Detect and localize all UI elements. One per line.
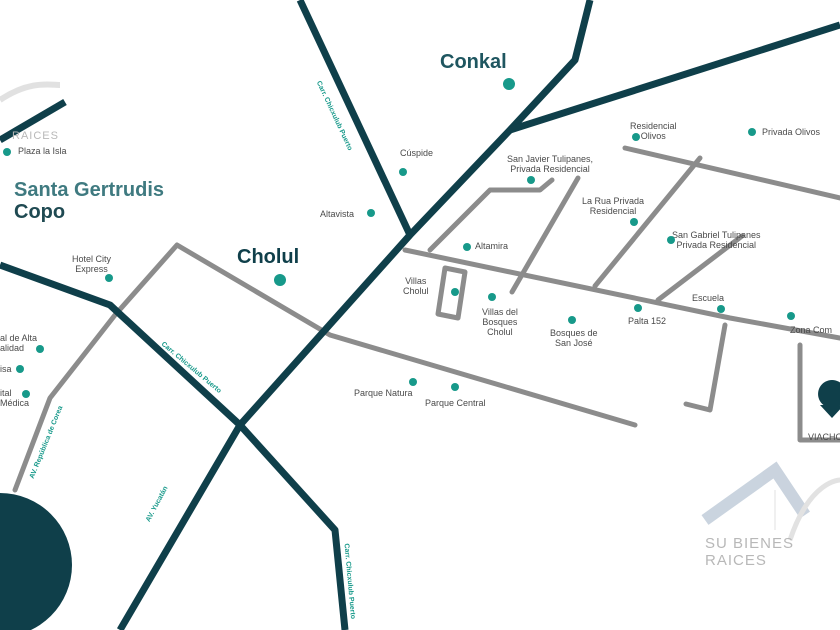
poi-marker[interactable] [630,218,638,226]
poi-marker[interactable] [451,383,459,391]
poi-marker[interactable] [367,209,375,217]
label-line: Médica [0,398,30,408]
poi-cuspide: Cúspide [400,148,434,158]
town-santa-gertrudis: Santa Gertrudis [14,179,165,201]
label-line: alidad [0,343,25,353]
cholul-marker[interactable] [274,274,286,286]
town-cholul: Cholul [237,246,300,268]
watermark-brand-top: RAICES [12,130,59,142]
label-line: Bosques de [550,328,598,338]
label-line: Cholul [403,286,429,296]
label-line: Bosques [482,317,518,327]
poi-marker[interactable] [488,293,496,301]
poi-marker[interactable] [568,316,576,324]
poi-marker[interactable] [787,312,795,320]
label-line: Privada Residencial [510,164,590,174]
label-line: Villas [405,276,427,286]
label-line: San José [555,338,593,348]
label-line: San Gabriel Tulipanes [672,230,761,240]
poi-san-javier: San Javier Tulipanes,Privada Residencial [507,154,593,174]
poi-privada-olivos: Privada Olivos [762,127,821,137]
poi-marker[interactable] [748,128,756,136]
poi-isa: isa [0,364,12,374]
poi-marker[interactable] [632,133,640,141]
poi-marker[interactable] [667,236,675,244]
label-line: Residencial [630,121,677,131]
label-line: Privada Residencial [676,240,757,250]
poi-marker[interactable] [634,304,642,312]
town-conkal: Conkal [440,51,507,73]
viacho-label: VIACHO [808,432,840,442]
label-line: Villas del [482,307,518,317]
label-line: Residencial [589,206,637,216]
secondary-roads [12,145,840,493]
label-line: al de Alta [0,333,38,343]
poi-parque-central: Parque Central [425,398,486,408]
label-line: Cholul [487,327,513,337]
poi-palta-152: Palta 152 [628,316,667,326]
poi-marker[interactable] [16,365,24,373]
label-line: Hotel City [72,254,112,264]
town-copo: Copo [14,201,66,223]
poi-marker[interactable] [105,274,113,282]
poi-altamira: Altamira [475,241,509,251]
poi-parque-natura: Parque Natura [354,388,413,398]
poi-marker[interactable] [22,390,30,398]
label-line: San Javier Tulipanes, [507,154,594,164]
label-line: La Rua Privada [582,196,645,206]
viacho-pin[interactable] [818,380,840,418]
label-line: ital [0,388,12,398]
watermark-logo [0,81,840,541]
poi-plaza-la-isla: Plaza la Isla [18,146,67,156]
watermark-brand: SU BIENES RAICES [705,535,795,569]
poi-marker[interactable] [527,176,535,184]
poi-marker[interactable] [3,148,11,156]
poi-marker[interactable] [36,345,44,353]
label-line: Express [75,264,108,274]
highlight-circle [0,493,72,630]
poi-marker[interactable] [399,168,407,176]
poi-marker[interactable] [409,378,417,386]
label-line: Olivos [640,131,666,141]
poi-zona-comercial: Zona Com [790,325,833,335]
conkal-marker[interactable] [503,78,515,90]
poi-marker[interactable] [463,243,471,251]
poi-marker[interactable] [717,305,725,313]
poi-marker[interactable] [451,288,459,296]
poi-altavista: Altavista [320,209,355,219]
poi-escuela: Escuela [692,293,725,303]
